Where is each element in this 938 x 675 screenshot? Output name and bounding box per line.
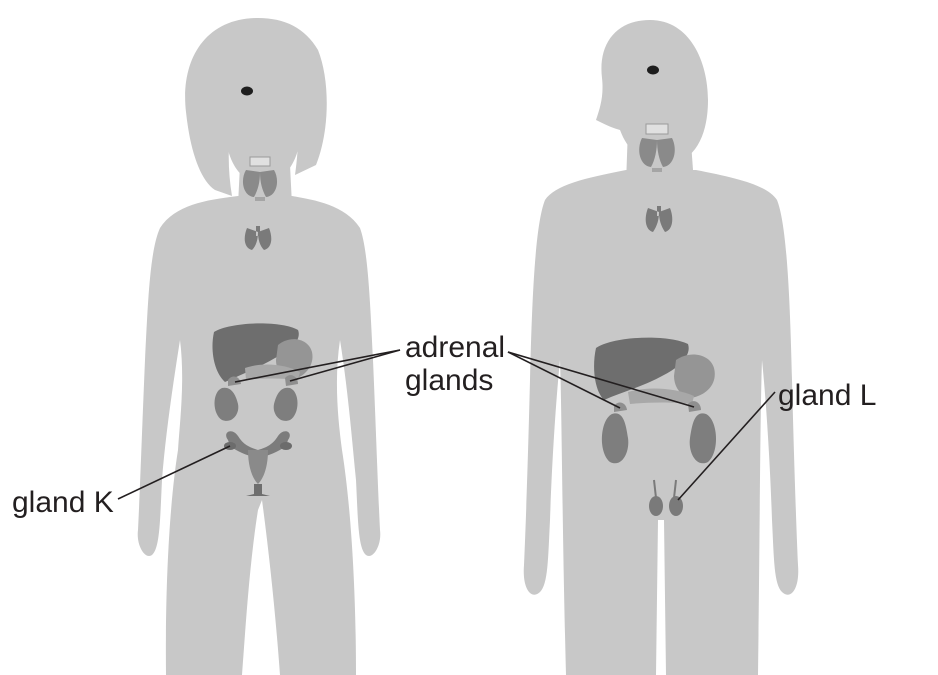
male-figure xyxy=(524,20,799,675)
female-body xyxy=(138,196,381,675)
label-adrenal-line2: glands xyxy=(405,364,493,398)
female-figure xyxy=(138,18,381,675)
label-gland-k: gland K xyxy=(12,486,114,520)
label-adrenal-line1: adrenal xyxy=(405,331,505,365)
male-body xyxy=(524,170,799,675)
female-pituitary-gland xyxy=(241,87,253,96)
male-pituitary-gland xyxy=(647,66,659,75)
label-gland-l: gland L xyxy=(778,379,876,413)
